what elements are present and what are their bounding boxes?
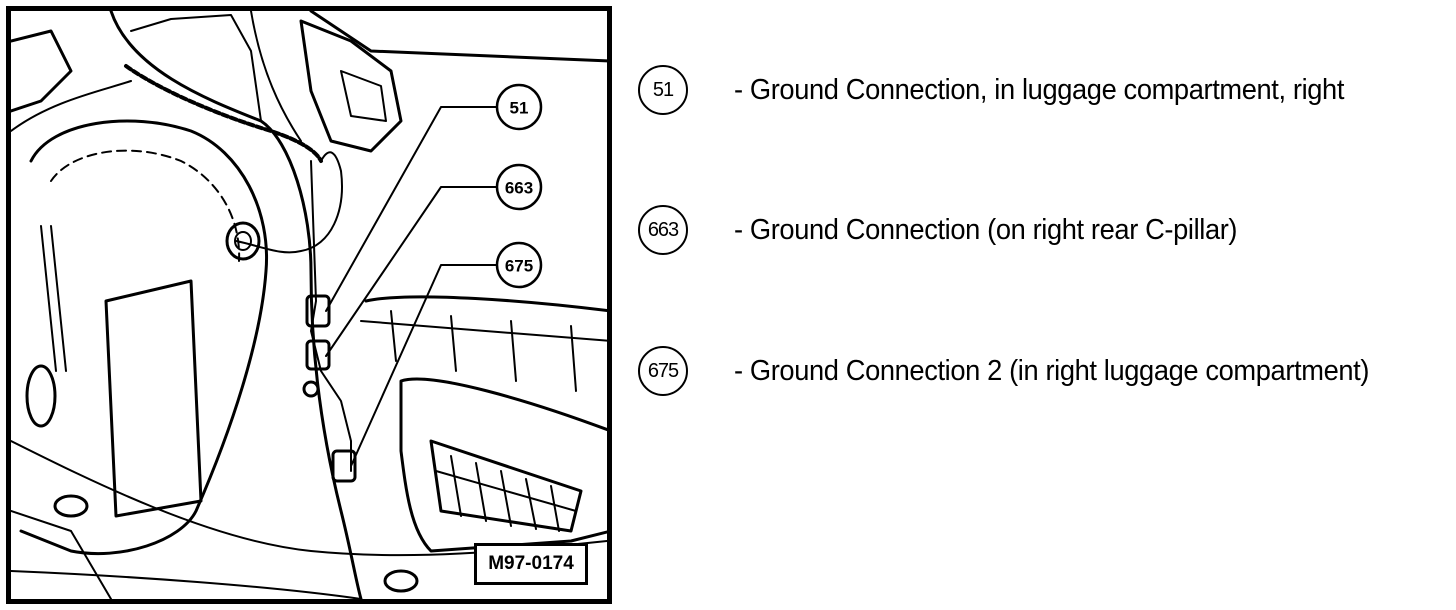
legend-number: 675 (638, 346, 688, 396)
callout-663: 663 (495, 163, 543, 211)
figure-code: M97-0174 (474, 543, 588, 585)
callout-51: 51 (495, 83, 543, 131)
illustration-panel: 51 663 675 M97-0174 (6, 6, 612, 604)
legend-number: 663 (638, 205, 688, 255)
callout-51-label: 51 (510, 99, 529, 118)
legend-text: - Ground Connection, in luggage compartm… (734, 73, 1345, 106)
legend-text: - Ground Connection 2 (in right luggage … (734, 354, 1370, 387)
vehicle-interior-drawing: 51 663 675 (11, 11, 607, 599)
legend-item-663: 663 - Ground Connection (on right rear C… (638, 202, 1238, 258)
legend-item-51: 51 - Ground Connection, in luggage compa… (638, 62, 1344, 118)
callout-675: 675 (495, 241, 543, 289)
callout-675-label: 675 (505, 257, 533, 276)
callout-663-label: 663 (505, 179, 533, 198)
legend-text: - Ground Connection (on right rear C-pil… (734, 213, 1238, 246)
legend-item-675: 675 - Ground Connection 2 (in right lugg… (638, 343, 1369, 399)
legend-number: 51 (638, 65, 688, 115)
